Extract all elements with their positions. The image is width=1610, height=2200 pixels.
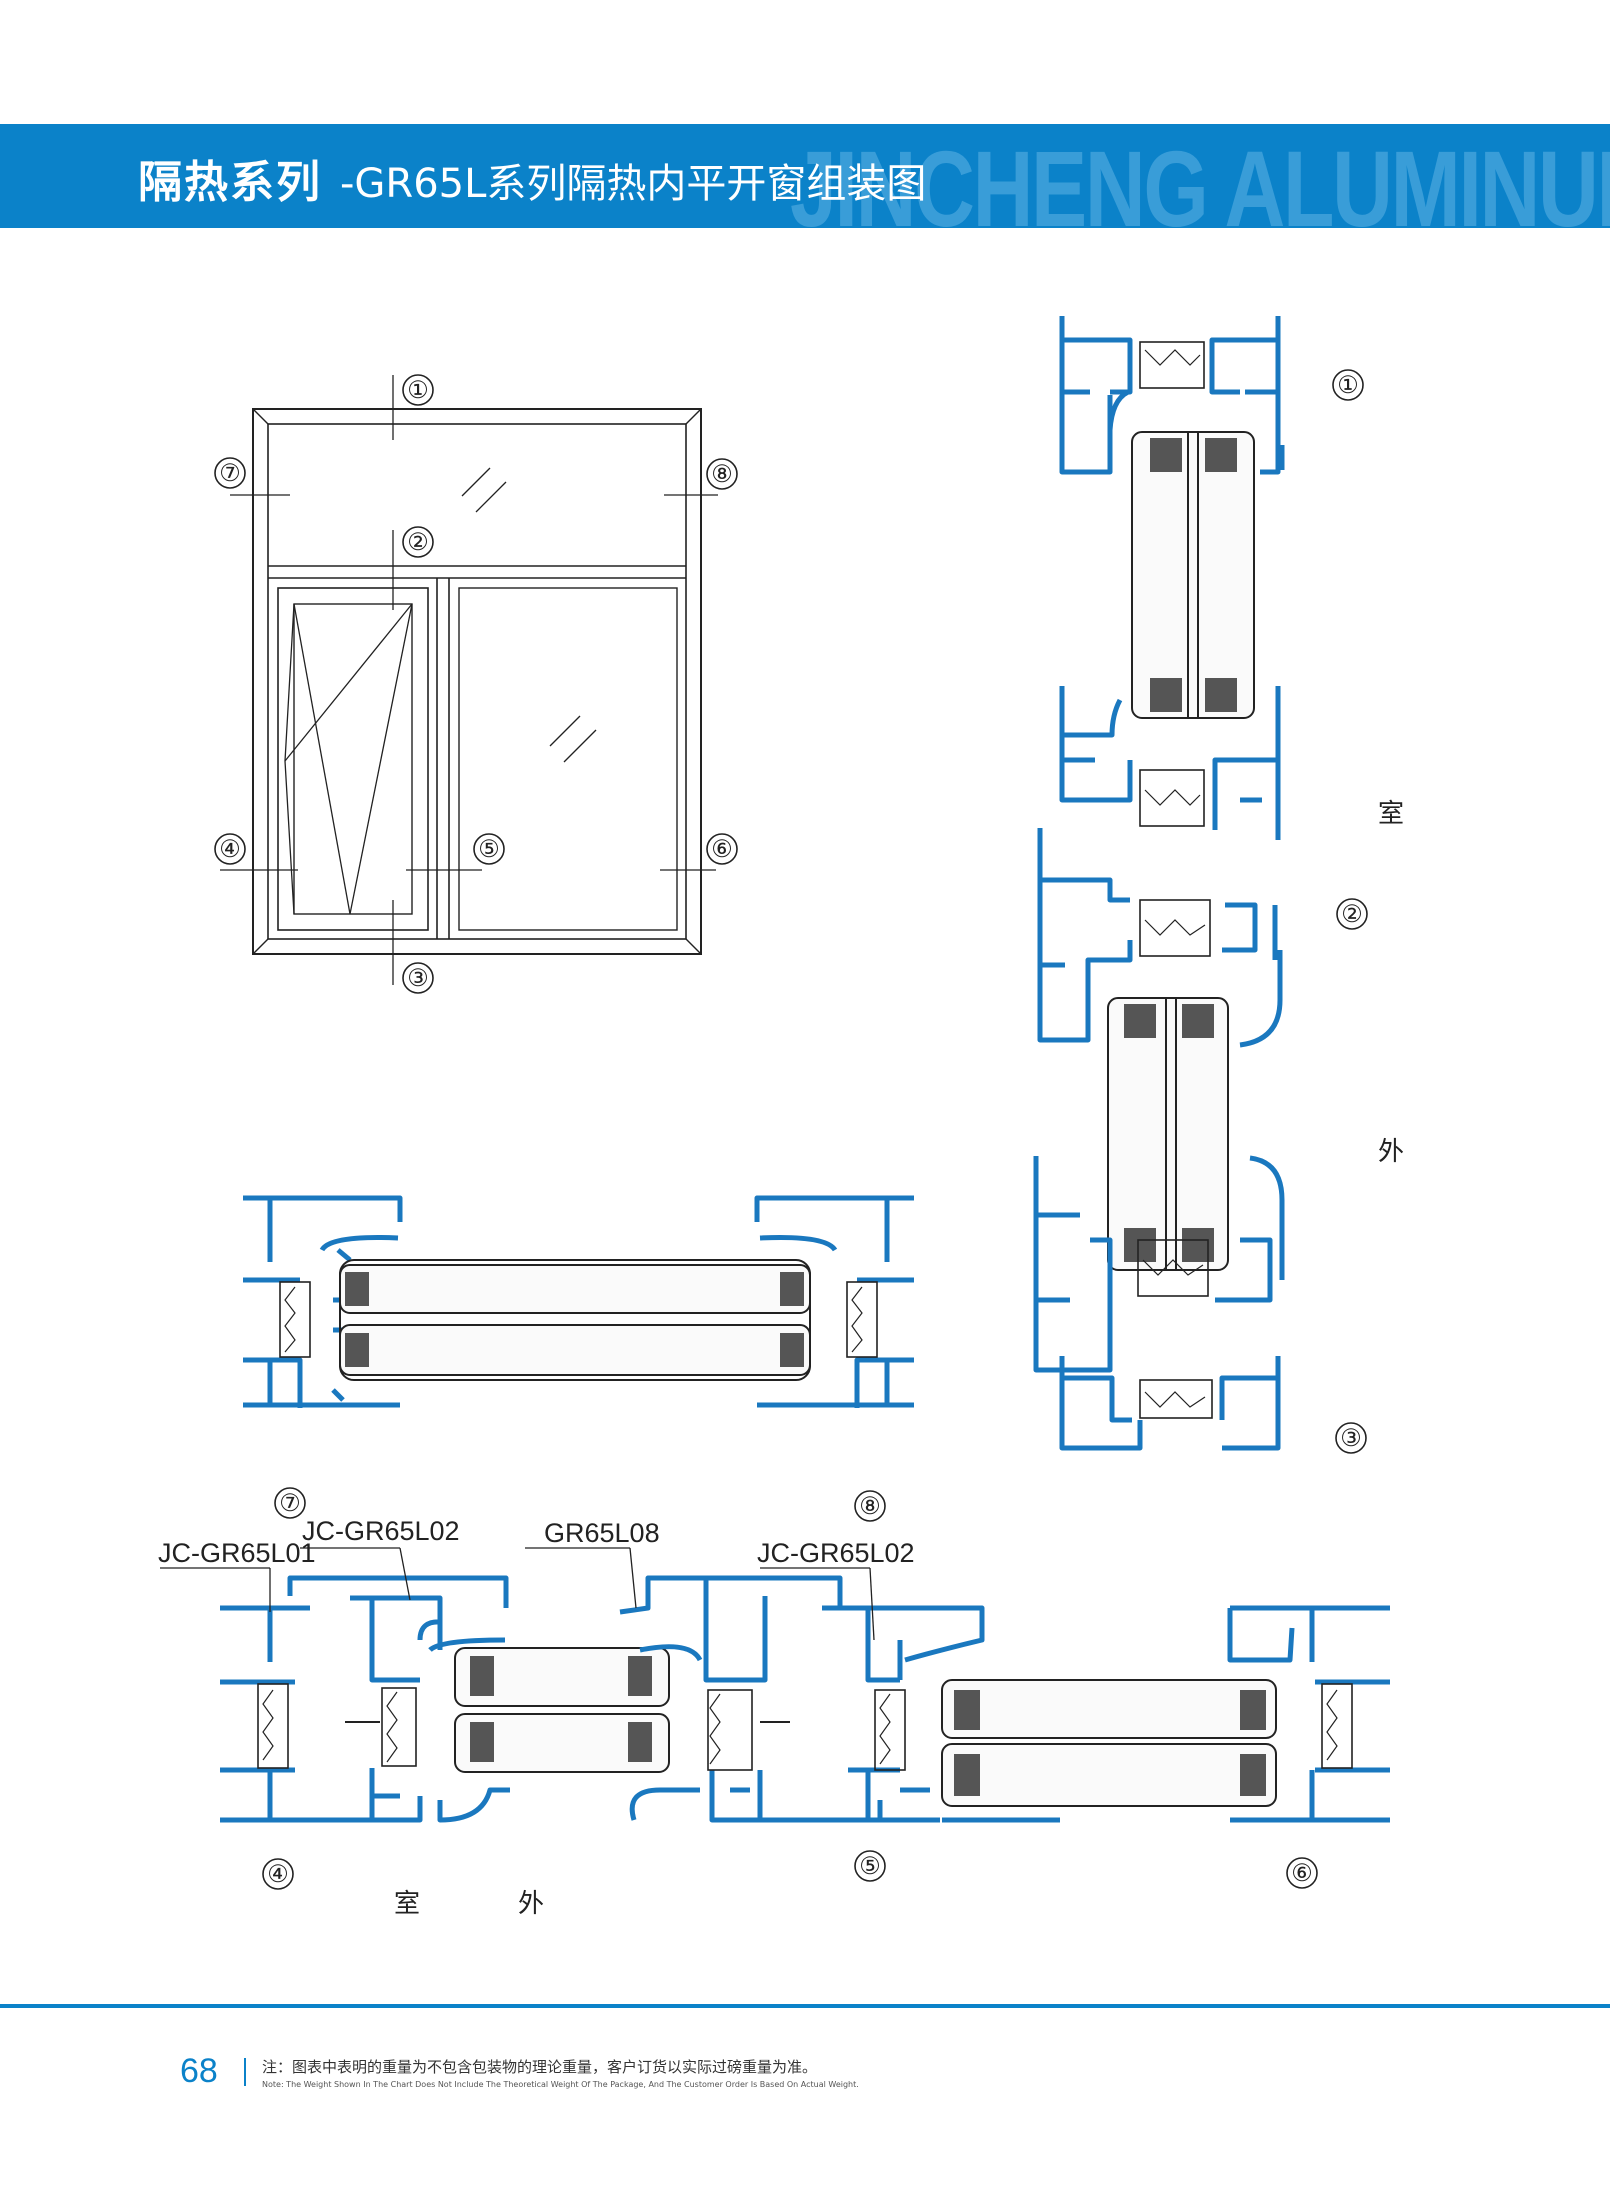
svg-text:⑥: ⑥: [711, 836, 733, 863]
marker-5: ⑤: [473, 833, 505, 865]
svg-text:②: ②: [407, 529, 429, 556]
marker-4: ④: [214, 833, 246, 865]
hmarker-8: ⑧: [854, 1490, 886, 1522]
vmarker-1: ①: [1332, 369, 1364, 401]
hmarker-6: ⑥: [1286, 1857, 1318, 1889]
page-title: 隔热系列 -GR65L系列隔热内平开窗组装图: [138, 146, 926, 210]
vsection-outdoor-label: 外: [1378, 1137, 1404, 1167]
vsection-indoor-label: 室: [1378, 799, 1404, 829]
part-label-gr65l01: JC-GR65L01: [158, 1538, 316, 1568]
window-elevation: ① ② ③ ④ ⑤ ⑥ ⑦ ⑧: [214, 374, 738, 994]
hmarker-4: ④: [262, 1858, 294, 1890]
part-label-gr65l02-left: JC-GR65L02: [302, 1516, 460, 1546]
brand-watermark: JINCHENG ALUMINUM: [790, 128, 1610, 228]
horizontal-section-lower: JC-GR65L01 JC-GR65L02 GR65L08 JC-GR65L02…: [158, 1487, 1390, 1919]
hmarker-5: ⑤: [854, 1850, 886, 1882]
vmarker-2: ②: [1336, 898, 1368, 930]
header-banner: JINCHENG ALUMINUM 隔热系列 -GR65L系列隔热内平开窗组装图: [0, 124, 1610, 228]
marker-1: ①: [402, 374, 434, 406]
svg-text:④: ④: [267, 1861, 289, 1888]
svg-text:③: ③: [407, 965, 429, 992]
assembly-drawing: ① ② ③ ④ ⑤ ⑥ ⑦ ⑧: [158, 316, 1404, 1919]
series-subtitle: -GR65L系列隔热内平开窗组装图: [340, 161, 927, 207]
marker-3: ③: [402, 962, 434, 994]
marker-2: ②: [402, 526, 434, 558]
svg-text:④: ④: [219, 836, 241, 863]
page-number: 68: [180, 2052, 218, 2090]
svg-text:⑥: ⑥: [1291, 1860, 1313, 1887]
hsection-outdoor-label: 外: [518, 1889, 544, 1919]
svg-text:⑤: ⑤: [859, 1853, 881, 1880]
vertical-section: ① ② ③ 室 外: [1033, 316, 1404, 1454]
svg-text:②: ②: [1341, 901, 1363, 928]
vmarker-3: ③: [1335, 1422, 1367, 1454]
series-title: 隔热系列: [138, 157, 322, 208]
svg-text:③: ③: [1340, 1425, 1362, 1452]
svg-text:⑦: ⑦: [219, 460, 241, 487]
marker-8: ⑧: [706, 458, 738, 490]
hmarker-7: ⑦: [274, 1487, 306, 1519]
hsection-indoor-label: 室: [394, 1889, 420, 1919]
svg-text:①: ①: [407, 377, 429, 404]
footer-note-en: Note: The Weight Shown In The Chart Does…: [262, 2080, 859, 2089]
svg-text:⑧: ⑧: [859, 1493, 881, 1520]
horizontal-section-upper: [243, 1195, 914, 1408]
svg-text:⑦: ⑦: [279, 1490, 301, 1517]
footer-rule: [0, 2004, 1610, 2008]
svg-text:①: ①: [1337, 372, 1359, 399]
marker-6: ⑥: [706, 833, 738, 865]
footer-note-cn: 注：图表中表明的重量为不包含包装物的理论重量，客户订货以实际过磅重量为准。: [262, 2058, 818, 2076]
part-label-gr65l08: GR65L08: [544, 1518, 660, 1548]
svg-text:⑤: ⑤: [478, 836, 500, 863]
part-label-gr65l02-right: JC-GR65L02: [757, 1538, 915, 1568]
marker-7: ⑦: [214, 457, 246, 489]
footer-separator: [244, 2058, 246, 2086]
svg-text:⑧: ⑧: [711, 461, 733, 488]
